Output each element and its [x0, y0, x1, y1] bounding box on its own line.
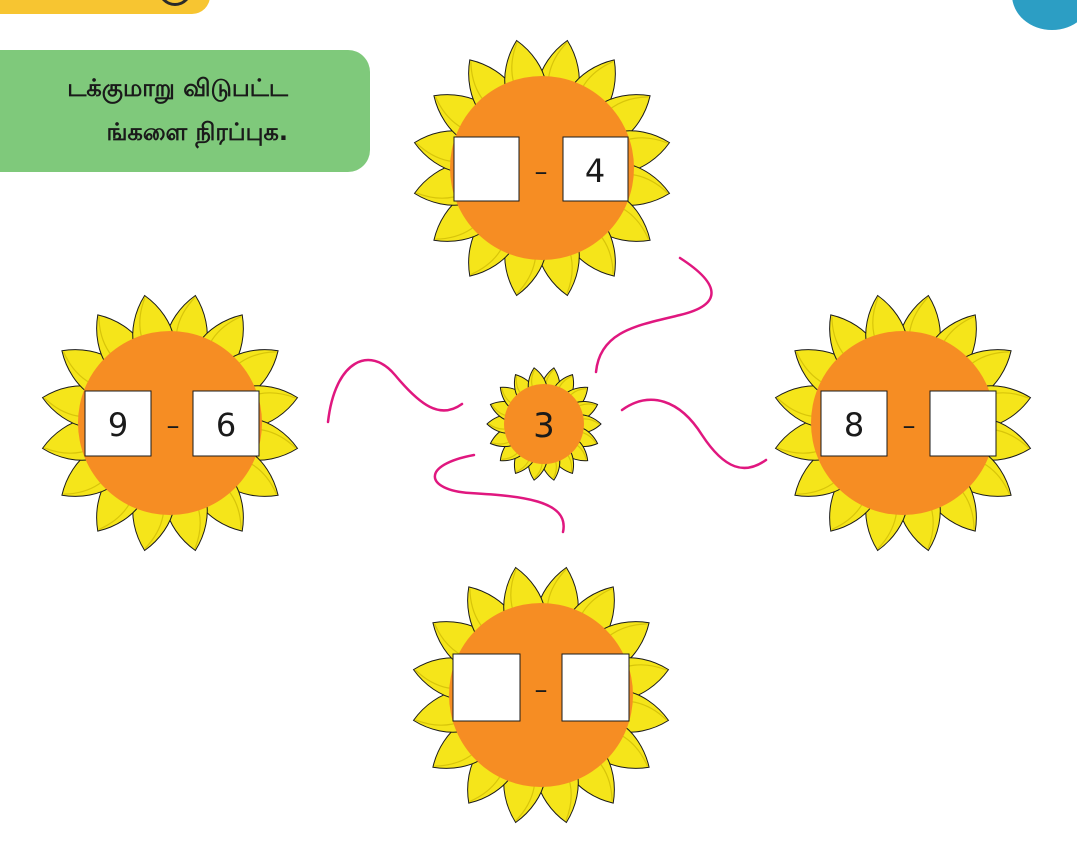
answer-box-left-value: 8: [844, 406, 864, 444]
instruction-line-1: டக்குமாறு விடுபட்ட: [67, 74, 288, 102]
equation-left: 9 – 6: [84, 390, 260, 457]
instruction-line-2: ங்களை நிரப்புக.: [106, 118, 288, 146]
connector-right: [620, 398, 768, 470]
connector-left: [326, 358, 464, 424]
answer-box-left-value: 9: [108, 406, 128, 444]
answer-box-left[interactable]: [820, 390, 888, 457]
answer-box-left[interactable]: [453, 136, 520, 202]
flower-center-disc: [811, 331, 995, 515]
answer-box-left[interactable]: [452, 653, 521, 722]
equation-right: 8 –: [820, 390, 997, 457]
connector-top: [594, 256, 713, 374]
answer-box-right[interactable]: [929, 390, 997, 457]
answer-box-left[interactable]: [84, 390, 152, 457]
equation-bottom: –: [452, 653, 630, 722]
flower-top: [413, 39, 671, 297]
minus-sign: –: [167, 411, 180, 441]
center-value: 3: [533, 406, 555, 446]
answer-box-right[interactable]: [562, 136, 629, 202]
connector-lines: [326, 256, 768, 534]
minus-sign: –: [535, 157, 548, 187]
answer-box-right-value: 6: [216, 406, 236, 444]
section-tab: [0, 0, 210, 14]
flower-center-disc: [504, 384, 584, 464]
flower-center-disc: [78, 331, 262, 515]
connector-bottom: [433, 453, 565, 534]
equation-top: – 4: [453, 136, 629, 202]
answer-box-right-value: 4: [585, 152, 605, 190]
answer-box-right[interactable]: [561, 653, 630, 722]
minus-sign: –: [903, 411, 916, 441]
answer-box-right[interactable]: [192, 390, 260, 457]
flower-center-disc: [450, 76, 634, 260]
flower-center-disc: [449, 603, 633, 787]
minus-sign: –: [535, 675, 548, 705]
flower-center: [486, 367, 602, 481]
instruction-box: டக்குமாறு விடுபட்ட ங்களை நிரப்புக.: [0, 50, 370, 172]
